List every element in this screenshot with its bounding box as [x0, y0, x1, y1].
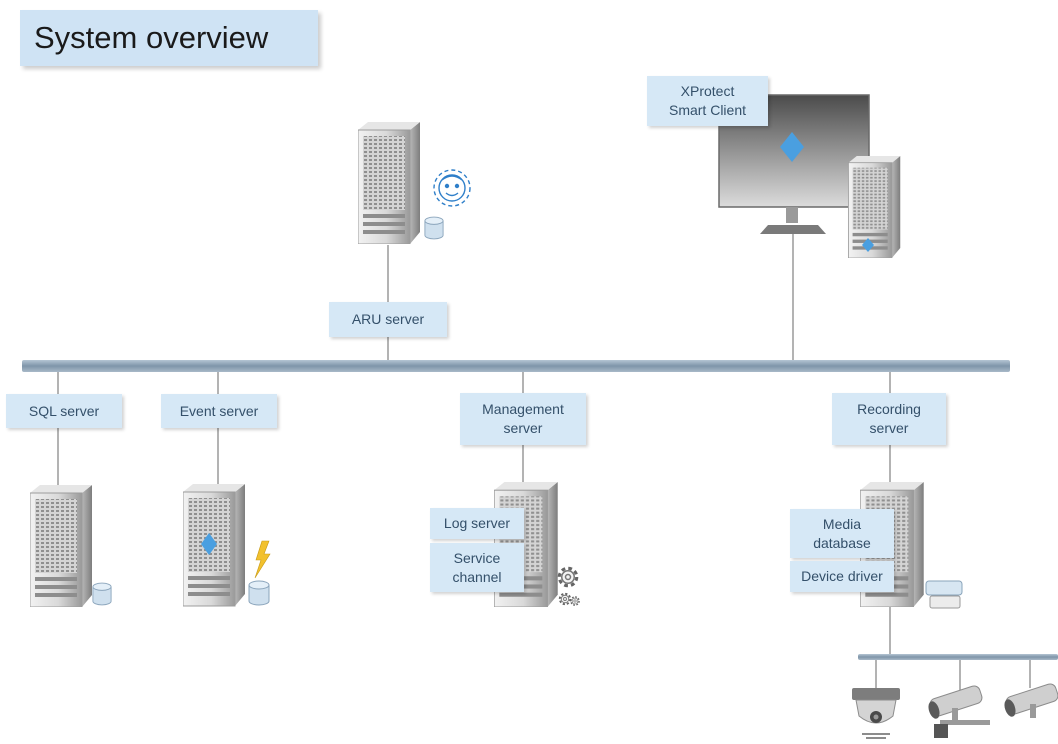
- log-server-label: Log server: [430, 508, 524, 539]
- storage-icon: [925, 580, 963, 609]
- lightning-icon: [254, 540, 271, 579]
- page-title: System overview: [20, 10, 318, 66]
- gears-icon: [557, 566, 580, 606]
- client-tower-icon: [847, 156, 901, 258]
- face-recognition-icon: [433, 169, 471, 207]
- database-icon: [92, 582, 112, 606]
- sql-server-icon: [30, 485, 93, 607]
- device-driver-label: Device driver: [790, 561, 894, 592]
- event-diamond-icon: [201, 533, 217, 555]
- network-bus: [22, 360, 1010, 372]
- aru-server-label: ARU server: [329, 302, 447, 337]
- client-diamond-icon: [862, 238, 874, 252]
- connection-lines: [57, 232, 1031, 690]
- service-channel-label: Service channel: [430, 543, 524, 592]
- database-icon: [248, 580, 270, 606]
- database-icon: [424, 216, 444, 240]
- camera-bus: [858, 654, 1058, 660]
- bullet-camera-icon: [1004, 683, 1058, 718]
- sql-server-label: SQL server: [6, 394, 122, 428]
- bullet-camera-icon: [928, 685, 990, 738]
- dome-camera-icon: [852, 688, 900, 739]
- xprotect-smart-client-label: XProtect Smart Client: [647, 76, 768, 126]
- event-server-label: Event server: [161, 394, 277, 428]
- aru-server-icon: [358, 122, 421, 244]
- management-server-label: Management server: [460, 393, 586, 445]
- media-database-label: Media database: [790, 509, 894, 558]
- recording-server-label: Recording server: [832, 393, 946, 445]
